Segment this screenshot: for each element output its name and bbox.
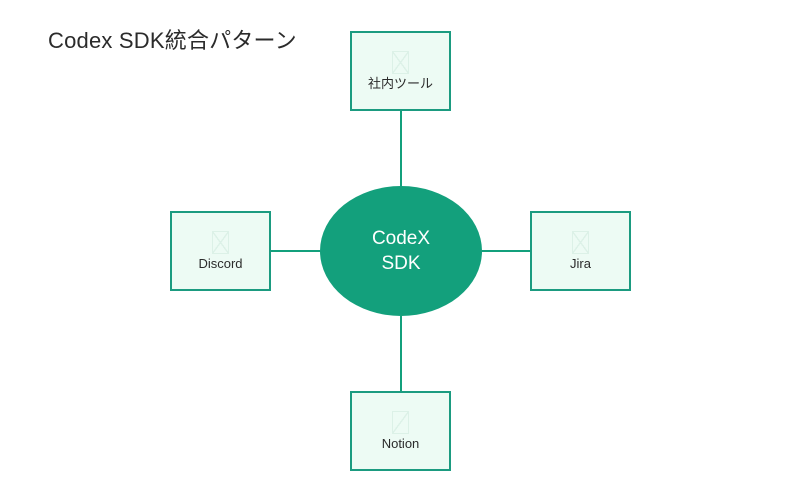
missing-glyph-icon [212,230,229,254]
node-right[interactable]: Jira [530,211,631,291]
codex-sdk-hub-node[interactable]: CodeX SDK [320,186,482,316]
page-title: Codex SDK統合パターン [48,28,297,53]
node-right-label: Jira [570,255,591,271]
node-top-label: 社内ツール [367,75,433,91]
node-top[interactable]: 社内ツール [350,31,451,111]
node-bottom-label: Notion [381,435,420,451]
missing-glyph-icon [572,230,589,254]
node-left-label: Discord [198,255,243,271]
node-bottom[interactable]: Notion [350,391,451,471]
node-top-content: 社内ツール [352,33,449,109]
node-left[interactable]: Discord [170,211,271,291]
node-bottom-content: Notion [352,393,449,469]
missing-glyph-icon [392,50,409,74]
missing-glyph-icon [392,410,409,434]
hub-label-line1: CodeX [371,228,431,249]
node-left-content: Discord [172,213,269,289]
node-right-content: Jira [532,213,629,289]
hub-label-line2: SDK [381,253,421,274]
